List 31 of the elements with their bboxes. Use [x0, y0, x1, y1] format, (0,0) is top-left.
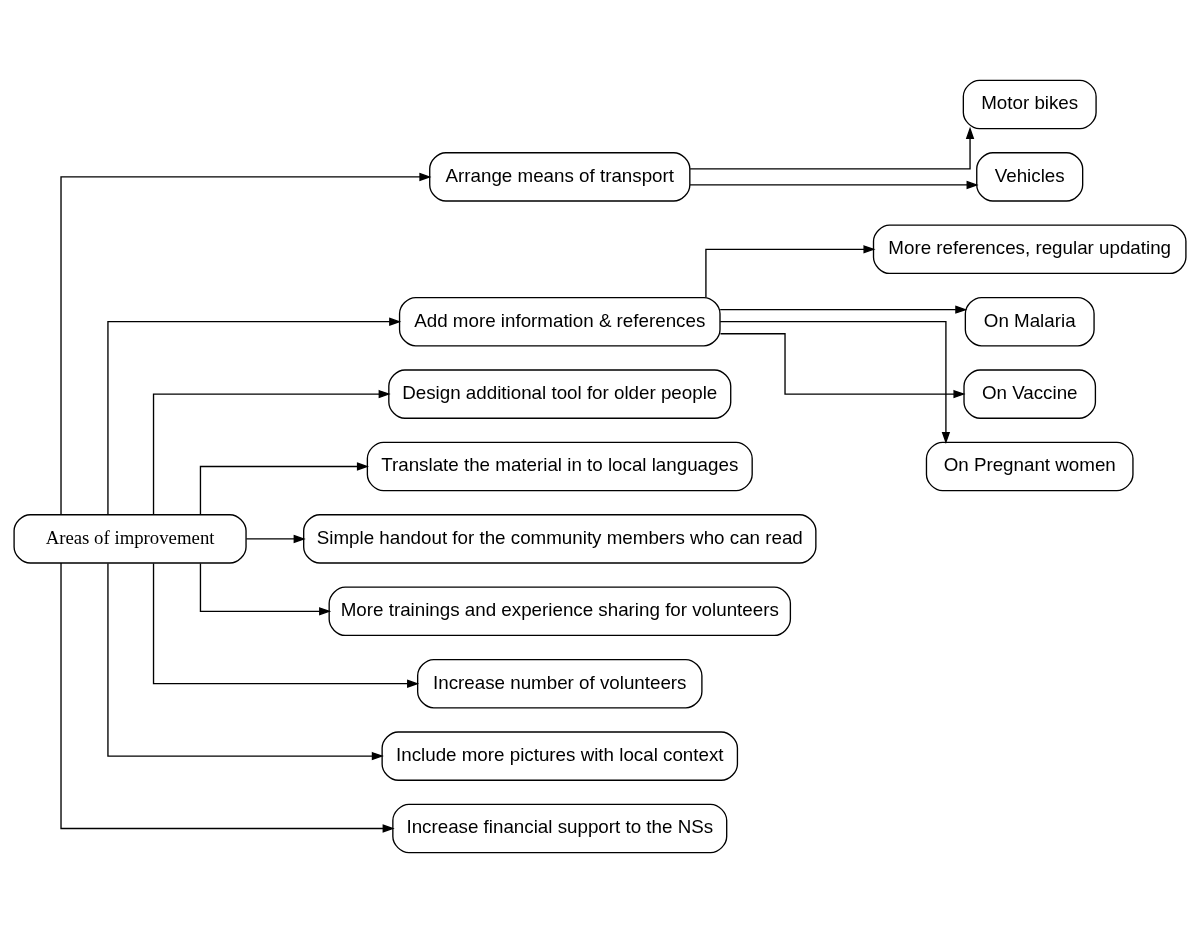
node-box: On Vaccine [963, 368, 1097, 419]
node-box: Simple handout for the community members who can read [303, 513, 817, 564]
node-box: Areas of improvement [13, 513, 247, 564]
arrow [152, 562, 420, 688]
arrow [107, 316, 402, 515]
node-box: More trainings and experience sharing for volunteers [328, 586, 792, 636]
arrow [719, 304, 968, 314]
arrow [689, 126, 975, 169]
arrow [60, 561, 395, 833]
node-box: Add more information & references [398, 296, 721, 346]
arrow [245, 534, 306, 543]
node-box: Include more pictures with local context [381, 730, 739, 781]
arrow [152, 389, 391, 515]
node-box: Increase financial support to the NSs [392, 803, 728, 853]
node-box: Translate the material in to local languages [366, 441, 753, 491]
node-box: Vehicles [976, 151, 1084, 202]
node-box: On Pregnant women [925, 441, 1134, 491]
arrow [60, 172, 432, 515]
arrow [689, 180, 979, 189]
node-box: Arrange means of transport [429, 151, 691, 202]
arrow [719, 332, 966, 398]
node-box: Motor bikes [962, 79, 1097, 129]
node-box: Increase number of volunteers [417, 658, 703, 708]
node-box: Design additional tool for older people [388, 368, 732, 419]
node-box: On Malaria [964, 296, 1095, 346]
arrow [705, 244, 876, 298]
node-box: More references, regular updating [872, 224, 1187, 274]
arrow [199, 461, 369, 515]
arrow [719, 320, 951, 444]
arrow [199, 562, 332, 616]
arrow [107, 562, 384, 760]
